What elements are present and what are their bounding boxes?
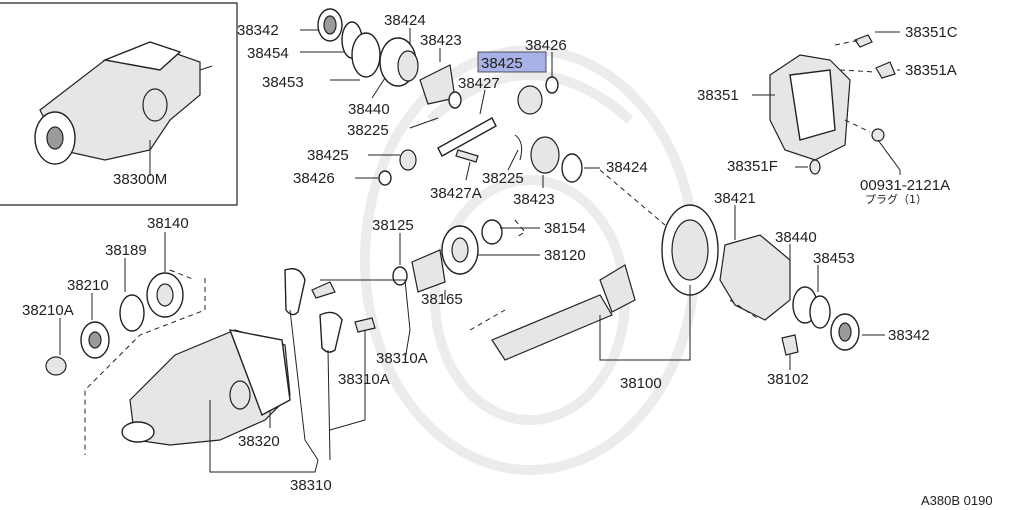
part-label-00931-2121A[interactable]: 00931-2121A (860, 177, 950, 194)
upper-gear-set (317, 8, 583, 186)
part-label-38427A[interactable]: 38427A (430, 185, 482, 202)
part-label-38310[interactable]: 38310 (290, 477, 332, 494)
carrier-housing (121, 329, 291, 446)
plug-note: プラグ（1） (865, 192, 927, 206)
part-label-38120[interactable]: 38120 (544, 247, 586, 264)
side-yokes (284, 268, 376, 353)
part-label-38351A[interactable]: 38351A (905, 62, 957, 79)
rear-cover (769, 34, 896, 175)
part-label-38351F[interactable]: 38351F (727, 158, 778, 175)
part-label-38423-mid[interactable]: 38423 (513, 191, 555, 208)
part-highlight-box (477, 51, 547, 73)
part-label-38125[interactable]: 38125 (372, 217, 414, 234)
assembly-lines (84, 39, 876, 455)
part-label-38423-top[interactable]: 38423 (420, 32, 462, 49)
part-label-38320[interactable]: 38320 (238, 433, 280, 450)
leader-lines (59, 28, 901, 473)
part-label-38310A-2[interactable]: 38310A (338, 371, 390, 388)
part-label-38342-right[interactable]: 38342 (888, 327, 930, 344)
part-label-38102[interactable]: 38102 (767, 371, 809, 388)
part-label-38424-top[interactable]: 38424 (384, 12, 426, 29)
part-label-38351[interactable]: 38351 (697, 87, 739, 104)
part-label-38425-mid[interactable]: 38425 (307, 147, 349, 164)
inset-frame (0, 2, 238, 206)
part-label-38310A-1[interactable]: 38310A (376, 350, 428, 367)
part-label-38189[interactable]: 38189 (105, 242, 147, 259)
part-label-38165[interactable]: 38165 (421, 291, 463, 308)
part-label-38351C[interactable]: 38351C (905, 24, 958, 41)
part-labels: 38342 38454 38453 38424 38423 38440 3822… (22, 12, 993, 508)
part-label-38453-right[interactable]: 38453 (813, 250, 855, 267)
inset-label-38300M[interactable]: 38300M (113, 171, 167, 188)
diagram-reference-code: A380B 0190 (921, 493, 993, 508)
part-label-38225-left[interactable]: 38225 (347, 122, 389, 139)
pinion-spacer (392, 219, 503, 293)
part-label-38427[interactable]: 38427 (458, 75, 500, 92)
part-label-38154[interactable]: 38154 (544, 220, 586, 237)
part-label-38342-top[interactable]: 38342 (237, 22, 279, 39)
differential-case (719, 234, 860, 356)
part-label-38424-mid[interactable]: 38424 (606, 159, 648, 176)
inset-assembly (34, 41, 213, 176)
part-label-38440-top[interactable]: 38440 (348, 101, 390, 118)
part-label-38210[interactable]: 38210 (67, 277, 109, 294)
part-label-38440-right[interactable]: 38440 (775, 229, 817, 246)
part-label-38140[interactable]: 38140 (147, 215, 189, 232)
part-label-38421[interactable]: 38421 (714, 190, 756, 207)
part-label-38210A[interactable]: 38210A (22, 302, 74, 319)
part-label-38426-mid[interactable]: 38426 (293, 170, 335, 187)
part-label-38454[interactable]: 38454 (247, 45, 289, 62)
part-label-38453-top[interactable]: 38453 (262, 74, 304, 91)
part-label-38426-top[interactable]: 38426 (525, 37, 567, 54)
pinion-bearings (45, 272, 184, 376)
part-label-38100[interactable]: 38100 (620, 375, 662, 392)
part-label-38225-right[interactable]: 38225 (482, 170, 524, 187)
drive-pinion-ring-gear (491, 204, 719, 361)
part-label-38425-highlight[interactable]: 38425 (481, 55, 523, 72)
